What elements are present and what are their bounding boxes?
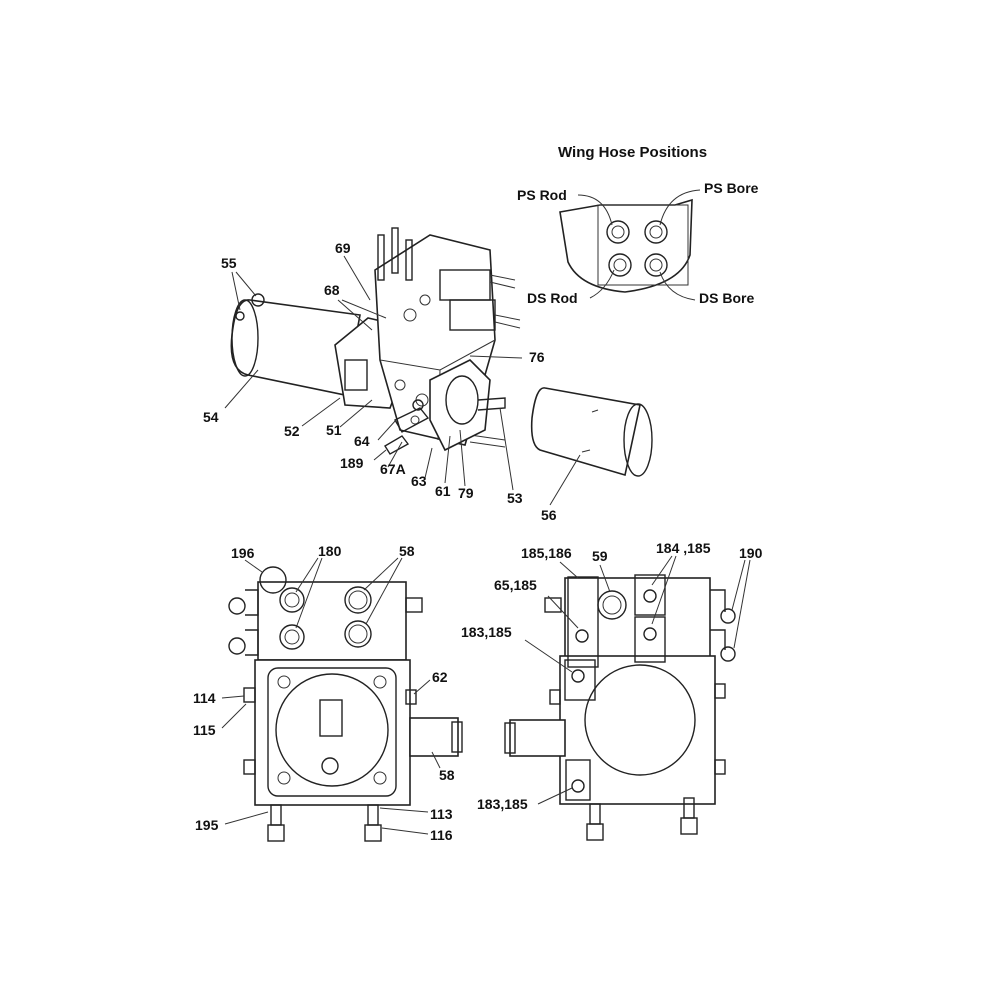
callout-58-side: 58 [439,767,455,783]
wiring-leads [469,274,521,448]
callout-65-185: 65,185 [494,577,537,593]
ds-rod-fitting [608,253,632,277]
callout-189: 189 [340,455,364,471]
motor-cover [530,387,653,477]
callout-61: 61 [435,483,451,499]
reservoir-tank [230,293,361,396]
callout-76: 76 [529,349,545,365]
callout-51: 51 [326,422,342,438]
callout-59: 59 [592,548,608,564]
callout-63: 63 [411,473,427,489]
wing-hose-inset [559,189,701,301]
callout-64: 64 [354,433,370,449]
ps-bore-fitting [644,220,668,244]
label-ps-bore: PS Bore [704,180,759,196]
callout-67a: 67A [380,461,406,477]
callout-183-185-lower: 183,185 [477,796,528,812]
callout-185-186: 185,186 [521,545,572,561]
ps-rod-fitting [606,220,630,244]
callout-79: 79 [458,485,474,501]
front-view [221,557,463,842]
ds-bore-fitting [644,253,668,277]
callout-55: 55 [221,255,237,271]
label-ds-rod: DS Rod [527,290,578,306]
pump-face [429,359,506,452]
label-ds-bore: DS Bore [699,290,755,306]
callout-180: 180 [318,543,342,559]
callout-195: 195 [195,817,219,833]
label-ps-rod: PS Rod [517,187,567,203]
callout-58-top: 58 [399,543,415,559]
callout-62: 62 [432,669,448,685]
callout-116: 116 [430,827,453,843]
callout-190: 190 [739,545,763,561]
callout-114: 114 [193,690,216,706]
inset-title: Wing Hose Positions [558,144,708,161]
callout-54: 54 [203,409,219,425]
callout-196: 196 [231,545,255,561]
top-exploded-assembly [224,227,653,506]
front-fittings [384,399,430,455]
callout-56: 56 [541,507,557,523]
callout-113: 113 [430,806,453,822]
callout-183-185-upper: 183,185 [461,624,512,640]
callout-115: 115 [193,722,216,738]
callout-68: 68 [324,282,340,298]
callout-52: 52 [284,423,300,439]
callout-53: 53 [507,490,523,506]
rear-view [504,555,751,841]
callout-184-185: 184 ,185 [656,540,711,556]
callout-69: 69 [335,240,351,256]
